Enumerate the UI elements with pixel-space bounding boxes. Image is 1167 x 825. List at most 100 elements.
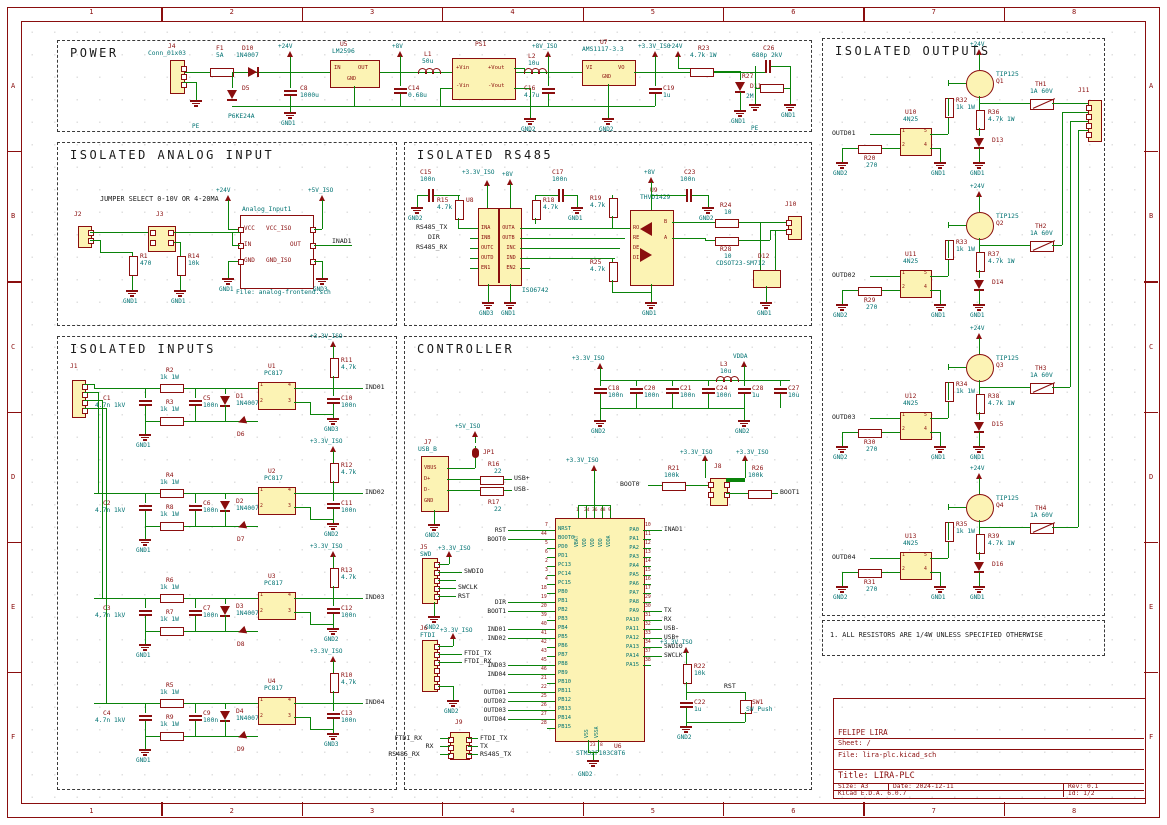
transceiver-U9[interactable] (630, 210, 674, 286)
resistor-pullup[interactable] (330, 568, 339, 588)
net-label[interactable]: SWCLK (664, 651, 683, 659)
capacitor[interactable] (139, 505, 152, 507)
net-label[interactable]: RS485_TX (480, 750, 512, 758)
net-label[interactable]: BOOT1 (487, 607, 506, 615)
optocoupler-4n25[interactable] (900, 270, 932, 298)
resistor-R17[interactable] (480, 487, 504, 496)
hier-label-output[interactable]: OUTD03 (832, 413, 856, 421)
net-label[interactable]: OUTD04 (483, 715, 506, 723)
diode-input[interactable] (220, 606, 230, 615)
net-label[interactable]: RX (664, 615, 672, 623)
capacitor[interactable] (428, 189, 430, 202)
capacitor[interactable] (139, 610, 152, 612)
net-label-dir[interactable]: DIR (428, 233, 440, 241)
connector-J11[interactable] (1088, 100, 1102, 142)
net-label-rst[interactable]: RST (458, 592, 470, 600)
capacitor[interactable] (765, 60, 767, 73)
capacitor[interactable] (738, 388, 751, 390)
net-label[interactable]: RST (494, 526, 506, 534)
resistor-R23[interactable] (690, 68, 714, 77)
hier-label-input[interactable]: IND01 (365, 383, 385, 391)
net-label[interactable]: RX (425, 742, 434, 750)
resistor-base[interactable] (945, 522, 954, 542)
capacitor[interactable] (284, 90, 297, 92)
net-label[interactable]: TX (480, 742, 488, 750)
capacitor[interactable] (542, 88, 555, 90)
capacitor[interactable] (680, 702, 693, 704)
capacitor[interactable] (594, 388, 607, 390)
net-label-usb-plus[interactable]: USB+ (514, 474, 530, 482)
net-label-rst[interactable]: RST (724, 682, 736, 690)
capacitor[interactable] (394, 88, 407, 90)
resistor-series[interactable] (160, 699, 184, 708)
sheet-symbol-analog-input[interactable] (240, 215, 314, 289)
net-label-boot0[interactable]: BOOT0 (620, 480, 640, 488)
diode-reverse[interactable] (236, 625, 248, 637)
diode-reverse[interactable] (236, 415, 248, 427)
resistor-series[interactable] (160, 522, 184, 531)
net-label[interactable]: RS485_RX (388, 750, 420, 758)
diode-input[interactable] (220, 711, 230, 720)
capacitor[interactable] (327, 398, 340, 400)
inductor-L1[interactable] (432, 68, 441, 74)
transistor-Q[interactable] (966, 70, 994, 98)
hier-label-input[interactable]: IND02 (365, 488, 385, 496)
capacitor[interactable] (630, 388, 643, 390)
net-label[interactable]: BOOT0 (487, 535, 506, 543)
capacitor[interactable] (327, 503, 340, 505)
net-label-swclk[interactable]: SWCLK (458, 583, 478, 591)
resistor-R27[interactable] (760, 84, 784, 93)
tvs-D5[interactable] (227, 90, 237, 99)
led-output[interactable] (974, 280, 984, 289)
net-label-rs485-tx[interactable]: RS485_TX (416, 223, 448, 231)
resistor-pullup[interactable] (330, 358, 339, 378)
resistor-R14[interactable] (177, 256, 186, 276)
capacitor[interactable] (558, 189, 560, 202)
net-label[interactable]: IND02 (487, 634, 506, 642)
capacitor[interactable] (327, 608, 340, 610)
capacitor[interactable] (702, 388, 715, 390)
hier-label-inad1[interactable]: INAD1 (332, 237, 352, 245)
hier-label-input[interactable]: IND03 (365, 593, 385, 601)
regulator-U5[interactable] (330, 60, 380, 88)
net-label[interactable]: FTDI_RX (394, 734, 422, 742)
resistor-R22[interactable] (683, 664, 692, 684)
net-label[interactable]: IND01 (487, 625, 506, 633)
net-label[interactable]: IND04 (487, 670, 506, 678)
resistor-series[interactable] (858, 429, 882, 438)
mcu-U6[interactable] (555, 518, 645, 742)
net-label[interactable]: OUTD03 (483, 706, 506, 714)
net-label[interactable]: FTDI_TX (480, 734, 508, 742)
optocoupler[interactable] (258, 697, 296, 725)
net-label-ftdi-tx[interactable]: FTDI_TX (464, 649, 492, 657)
led-D11[interactable] (735, 82, 745, 91)
resistor-R19[interactable] (609, 198, 618, 218)
resistor-series[interactable] (160, 627, 184, 636)
led-output[interactable] (974, 562, 984, 571)
capacitor[interactable] (327, 713, 340, 715)
optocoupler[interactable] (258, 592, 296, 620)
net-label-swdio[interactable]: SWDIO (464, 567, 484, 575)
capacitor[interactable] (189, 400, 202, 402)
resistor-R26[interactable] (748, 490, 772, 499)
resistor-base[interactable] (945, 98, 954, 118)
optocoupler-4n25[interactable] (900, 412, 932, 440)
resistor-series[interactable] (160, 384, 184, 393)
hier-label-output[interactable]: OUTD02 (832, 271, 856, 279)
capacitor[interactable] (189, 715, 202, 717)
resistor-series[interactable] (160, 489, 184, 498)
resistor-R15[interactable] (455, 200, 464, 220)
resistor-pulldown[interactable] (976, 110, 985, 130)
resistor-R18[interactable] (532, 200, 541, 220)
optocoupler-4n25[interactable] (900, 128, 932, 156)
resistor-series[interactable] (160, 594, 184, 603)
transistor-Q[interactable] (966, 212, 994, 240)
net-label[interactable]: DIR (494, 598, 506, 606)
net-label[interactable]: INAD1 (664, 525, 683, 533)
capacitor[interactable] (649, 88, 662, 90)
inductor-L2[interactable] (538, 68, 547, 74)
resistor-series[interactable] (858, 569, 882, 578)
hier-label-input[interactable]: IND04 (365, 698, 385, 706)
capacitor[interactable] (189, 505, 202, 507)
